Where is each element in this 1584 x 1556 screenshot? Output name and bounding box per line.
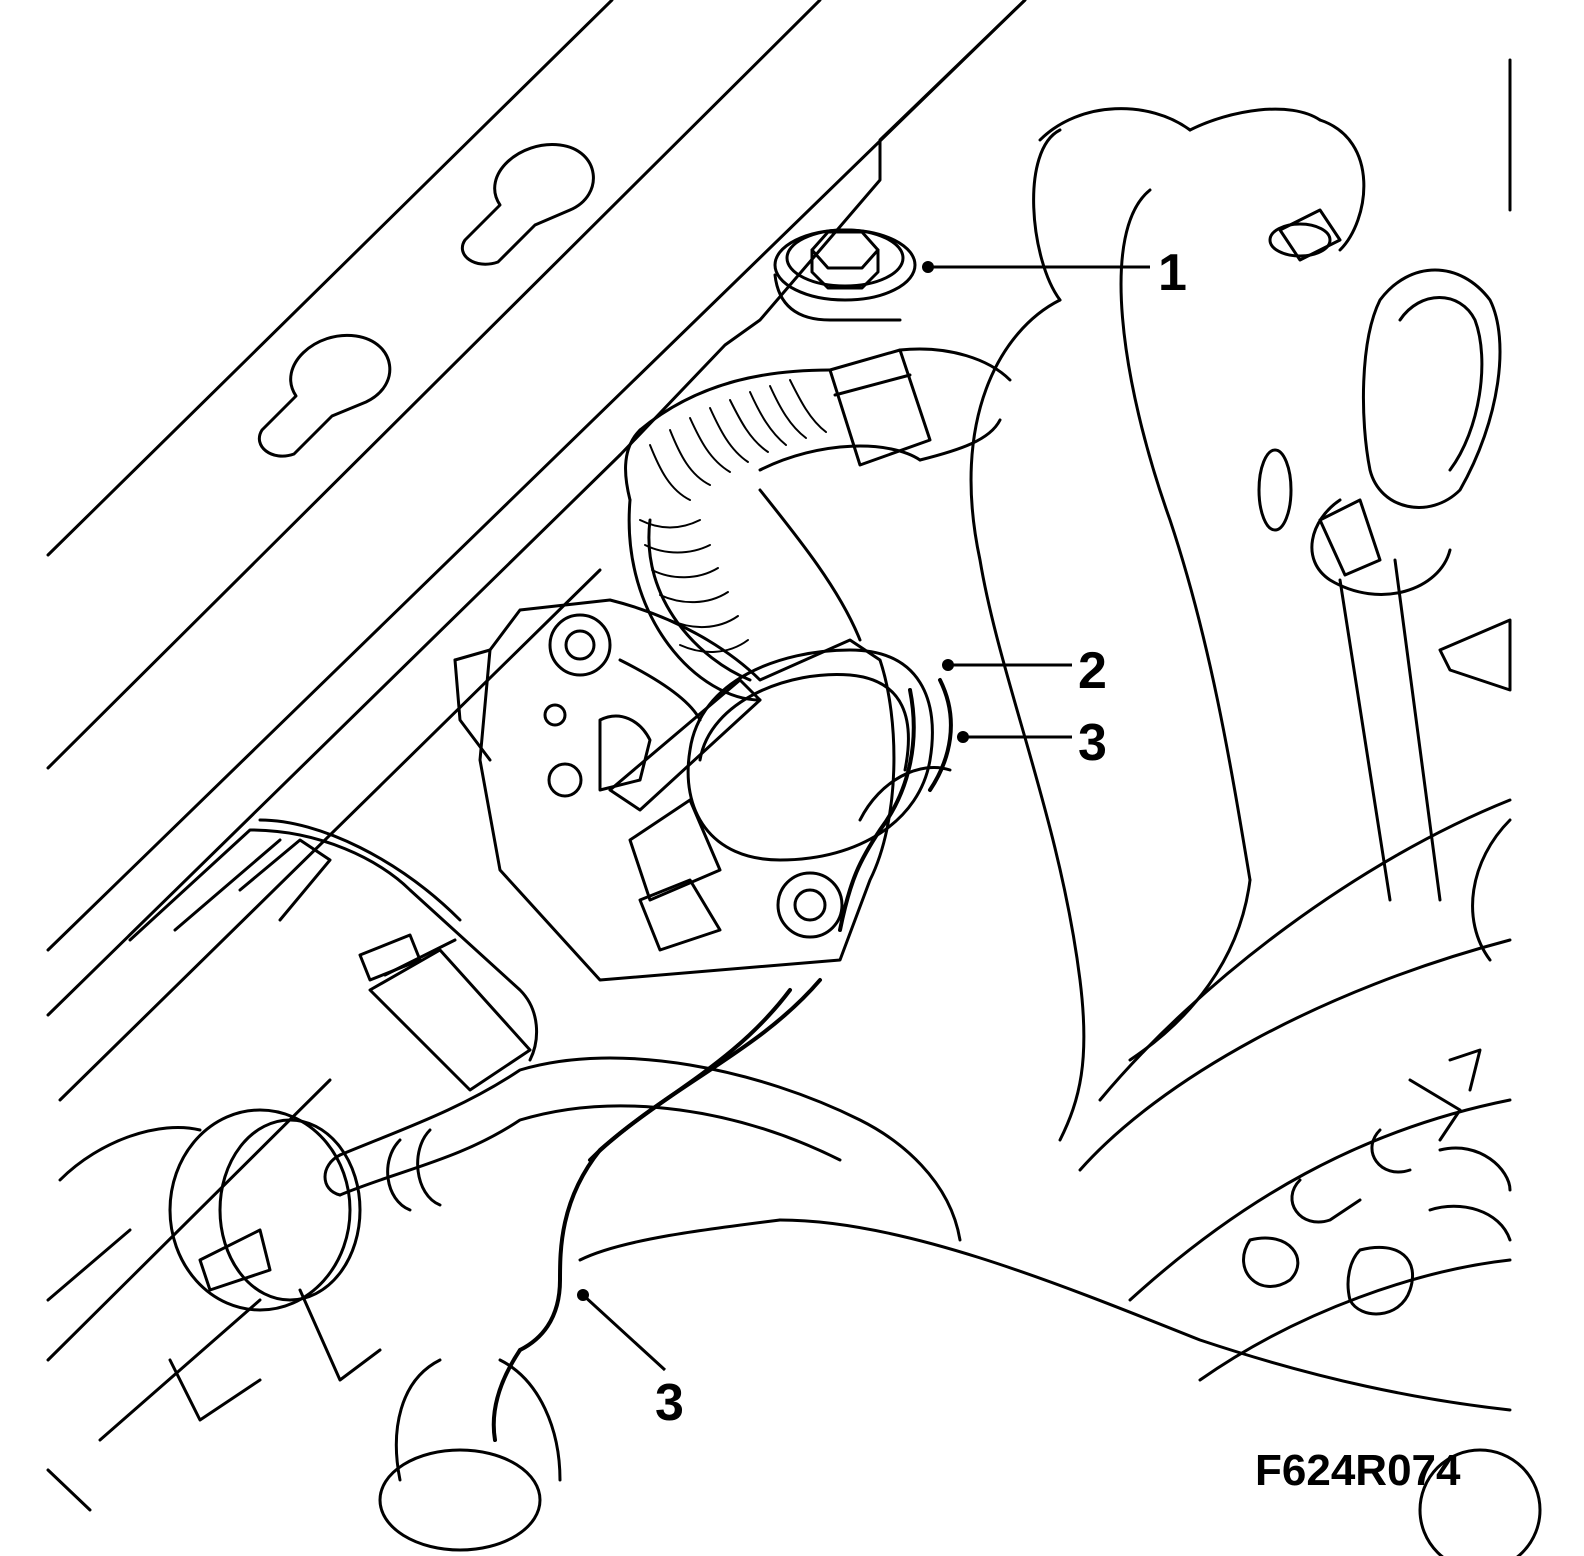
figure-code: F624R074 <box>1255 1446 1461 1495</box>
keyhole-slot-upper <box>460 143 595 266</box>
vacuum-pipe <box>323 1056 962 1242</box>
hose-clamp-right <box>1257 58 1512 902</box>
keyhole-slot-lower <box>257 333 392 458</box>
callout-3-upper: 3 <box>957 714 1107 772</box>
callout-label-3-lower: 3 <box>655 1374 684 1432</box>
lower-sensor-body <box>168 1108 382 1422</box>
turbo-housing <box>1078 798 1542 1556</box>
intake-duct <box>46 818 539 1512</box>
wiring-harness <box>491 678 953 1442</box>
duct-connector <box>358 933 532 1092</box>
lower-cover <box>378 1218 1512 1552</box>
callout-3-lower: 3 <box>577 1289 684 1432</box>
callout-2: 2 <box>942 642 1107 700</box>
callout-1: 1 <box>922 244 1187 302</box>
turbo-lettering-logo <box>1242 1048 1482 1288</box>
callout-label-3-upper: 3 <box>1078 714 1107 772</box>
corrugated-hose <box>624 347 1012 702</box>
head-cover-panel <box>46 0 1027 1362</box>
callout-label-1: 1 <box>1158 244 1187 302</box>
sensor-mounting-plate <box>453 598 896 982</box>
callout-label-2: 2 <box>1078 642 1107 700</box>
bolt-hex-flange <box>773 228 917 322</box>
sensor-connector-elbow <box>608 648 952 902</box>
